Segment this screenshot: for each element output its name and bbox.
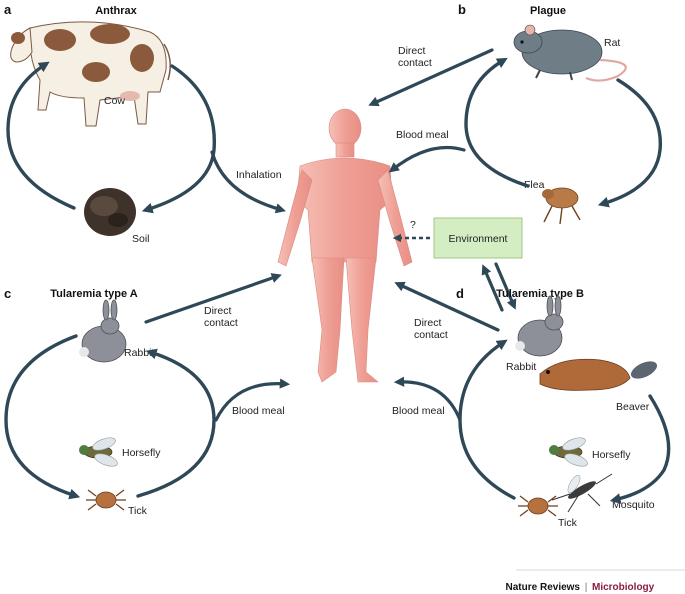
panel-a-title: Anthrax	[95, 5, 137, 17]
panel-d-letter: d	[456, 286, 464, 301]
tularemia-a-cycle-right-arrow	[136, 348, 216, 498]
environment-to-tularemia-b-arrow	[494, 262, 517, 310]
credit-separator: |	[585, 582, 588, 593]
panel-c-letter: c	[4, 286, 11, 301]
horsefly-illustration-d	[549, 437, 588, 467]
mosquito-label: Mosquito	[612, 499, 655, 511]
horsefly-label-d: Horsefly	[592, 449, 631, 461]
horsefly-label-c: Horsefly	[122, 447, 161, 459]
panel-b-title: Plague	[530, 5, 566, 17]
label-line: Direct	[398, 45, 426, 57]
label-line: contact	[398, 57, 432, 69]
tularemia-b-blood-meal-arrow	[393, 376, 462, 422]
cow-label: Cow	[104, 95, 125, 107]
environment-label: Environment	[449, 233, 508, 245]
tularemia-b-to-environment-arrow	[481, 264, 504, 312]
soil-illustration	[84, 188, 136, 236]
panel-b-letter: b	[458, 2, 466, 17]
inhalation-arrow	[210, 150, 286, 214]
flea-label: Flea	[524, 179, 545, 191]
panel-a-letter: a	[4, 2, 12, 17]
inhalation-label: Inhalation	[236, 169, 282, 181]
label-line: Direct	[204, 305, 232, 317]
unknown-link-label: ?	[410, 219, 416, 231]
tularemia-a-cycle-left-arrow	[4, 334, 81, 500]
flea-illustration	[542, 187, 581, 225]
tularemia-a-direct-contact-arrow	[144, 273, 282, 324]
beaver-illustration	[539, 358, 658, 391]
rabbit-illustration-d	[515, 295, 564, 357]
tick-label-c: Tick	[128, 505, 148, 517]
rat-illustration	[513, 24, 627, 82]
tularemia-b-direct-contact-arrow	[394, 281, 500, 332]
plague-cycle-right-arrow	[597, 78, 662, 208]
beaver-label: Beaver	[616, 401, 650, 413]
tick-illustration-c	[86, 489, 126, 511]
tick-label-d: Tick	[558, 517, 578, 529]
plague-direct-contact-arrow	[368, 48, 494, 107]
plague-blood-meal-label: Blood meal	[396, 129, 449, 141]
rabbit-illustration-c	[79, 299, 127, 363]
plague-cycle-left-arrow	[464, 57, 530, 188]
rabbit-label-d: Rabbit	[506, 361, 536, 373]
panel-c-title: Tularemia type A	[50, 288, 137, 300]
tularemia-a-blood-meal-arrow	[214, 378, 291, 422]
cow-illustration	[10, 21, 171, 127]
anthrax-cycle-right-arrow	[141, 64, 217, 214]
credit-section: Microbiology	[592, 582, 655, 593]
plague-blood-meal-arrow	[388, 145, 466, 173]
horsefly-illustration-c	[79, 437, 118, 467]
tick-illustration-d	[518, 495, 558, 517]
soil-label: Soil	[132, 233, 150, 245]
label-line: Direct	[414, 317, 442, 329]
label-line: contact	[204, 317, 238, 329]
credit-journal: Nature Reviews	[506, 582, 581, 593]
human-figure	[277, 108, 413, 383]
label-line: contact	[414, 329, 448, 341]
panel-d-title: Tularemia type B	[496, 288, 584, 300]
rat-label: Rat	[604, 37, 620, 49]
mosquito-illustration	[551, 473, 613, 513]
tularemia-b-blood-meal-label: Blood meal	[392, 405, 445, 417]
environment-box	[433, 217, 523, 259]
anthrax-cycle-left-arrow	[6, 61, 76, 210]
tularemia-a-blood-meal-label: Blood meal	[232, 405, 285, 417]
tularemia-b-cycle-right-arrow	[609, 394, 671, 504]
